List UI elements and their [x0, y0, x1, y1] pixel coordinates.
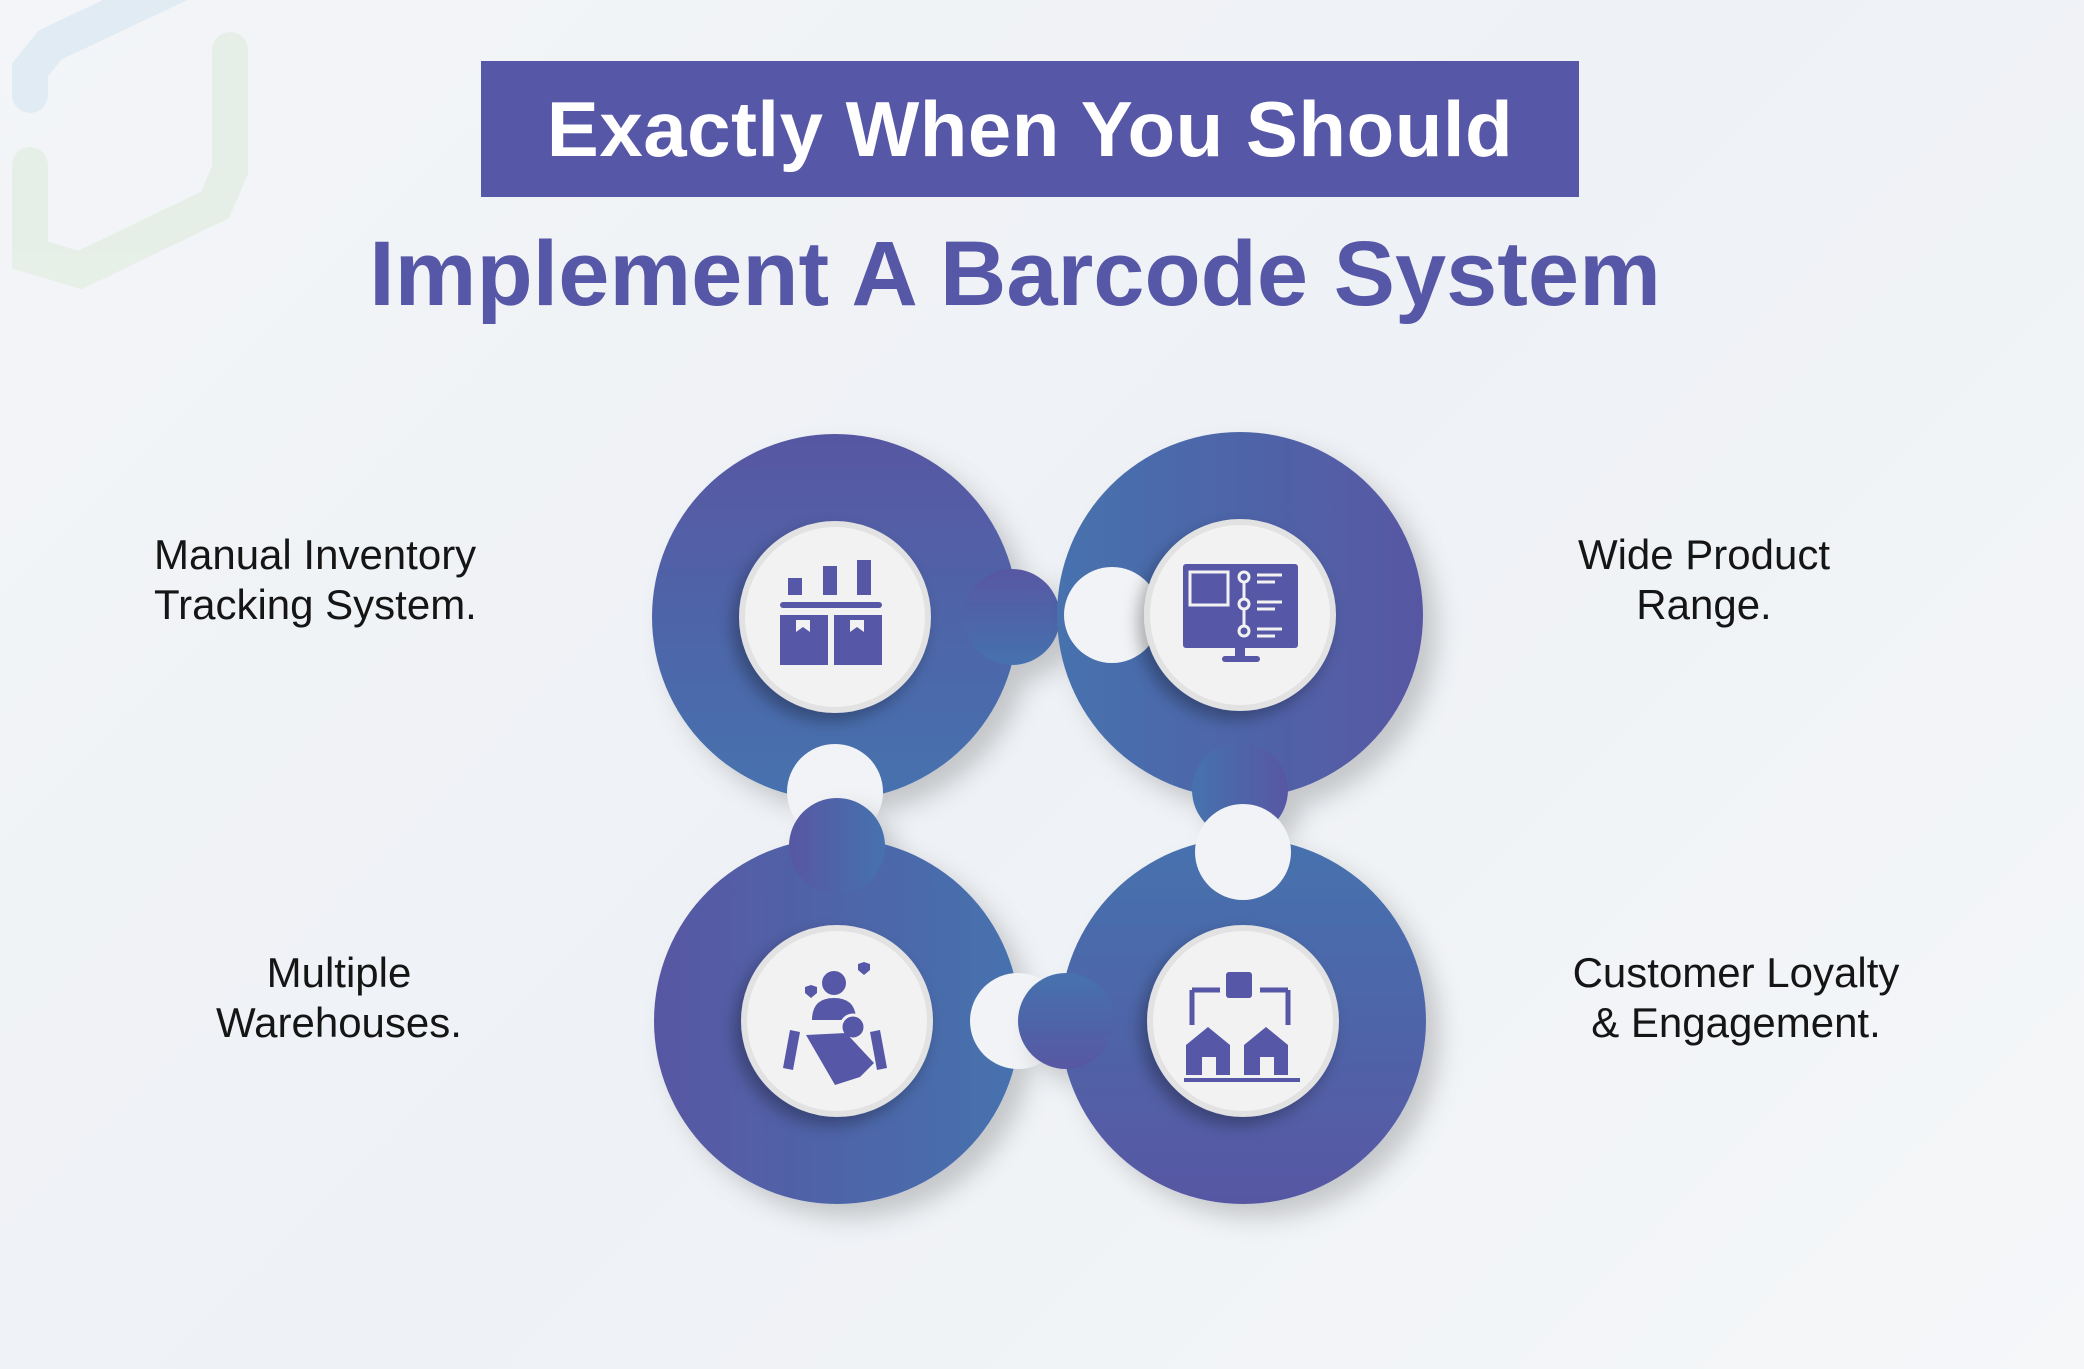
customer-loyalty-icon [783, 962, 887, 1085]
monitor-product-list-icon [1183, 564, 1298, 662]
label-wide-product-range: Wide Product Range. [1504, 530, 1904, 630]
label-line: Wide Product [1577, 531, 1831, 578]
label-manual-inventory: Manual Inventory Tracking System. [154, 530, 477, 630]
label-line: Multiple [266, 949, 412, 996]
label-line: & Engagement. [1591, 999, 1881, 1046]
label-customer-loyalty: Customer Loyalty & Engagement. [1536, 948, 1936, 1048]
label-line: Range. [1636, 581, 1772, 628]
title-line-2: Implement A Barcode System [369, 223, 1661, 325]
label-line: Manual Inventory [154, 531, 477, 578]
multiple-warehouses-icon [1184, 972, 1300, 1082]
label-multiple-warehouses: Multiple Warehouses. [139, 948, 539, 1048]
label-line: Customer Loyalty [1572, 949, 1900, 996]
warehouse-shelf-icon [780, 560, 882, 665]
label-line: Warehouses. [216, 999, 462, 1046]
title-banner: Exactly When You Should [481, 61, 1579, 197]
label-line: Tracking System. [154, 581, 477, 628]
title-line-1: Exactly When You Should [546, 84, 1514, 173]
